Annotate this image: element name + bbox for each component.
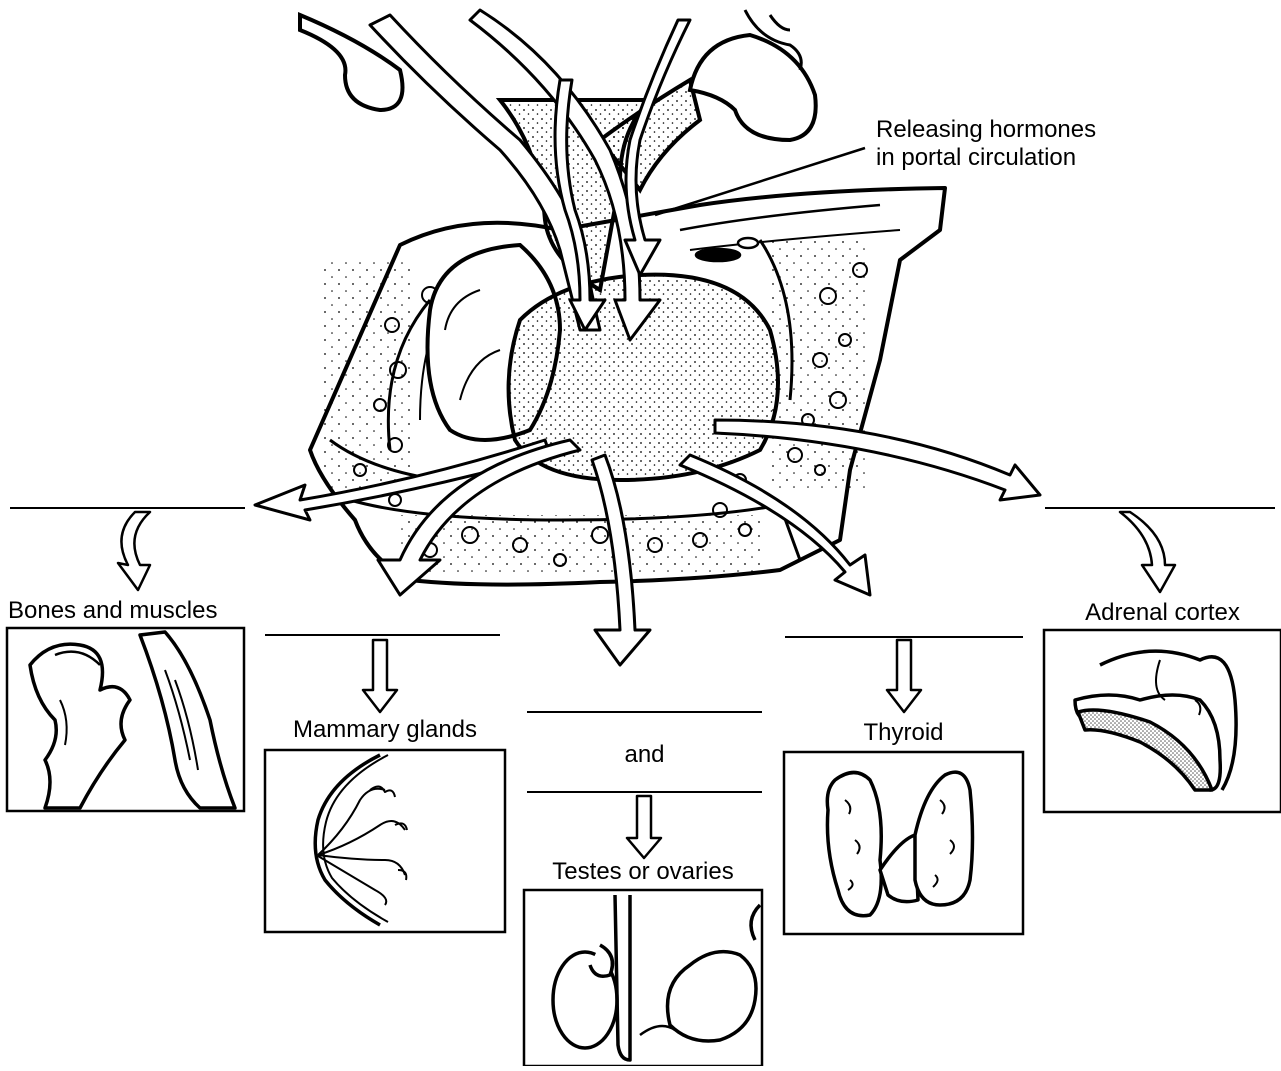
down-arrow-thyroid bbox=[887, 640, 921, 712]
label-and: and bbox=[527, 741, 762, 769]
down-arrow-gonads bbox=[627, 796, 661, 858]
curved-arrow-bones bbox=[118, 512, 150, 590]
curved-arrow-adrenal bbox=[1120, 512, 1175, 592]
label-bones-muscles: Bones and muscles bbox=[8, 597, 217, 625]
down-arrow-mammary bbox=[363, 640, 397, 712]
label-adrenal-cortex: Adrenal cortex bbox=[1044, 599, 1281, 627]
label-testes-ovaries: Testes or ovaries bbox=[524, 858, 762, 886]
label-mammary-glands: Mammary glands bbox=[265, 716, 505, 744]
label-releasing-line1: Releasing hormones bbox=[876, 116, 1236, 144]
label-releasing-line2: in portal circulation bbox=[876, 144, 1236, 172]
label-thyroid: Thyroid bbox=[784, 719, 1023, 747]
label-releasing-hormones: Releasing hormones in portal circulation bbox=[876, 116, 1236, 172]
